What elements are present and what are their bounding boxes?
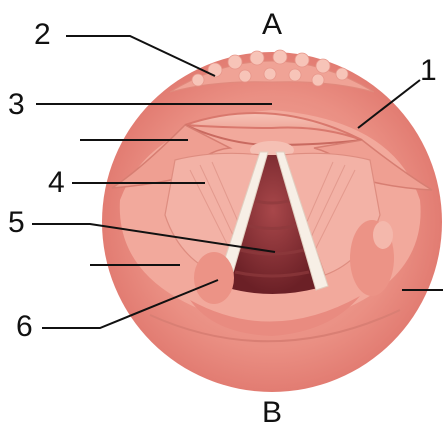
structure-label-3: 3 — [8, 90, 25, 120]
leader-line-2 — [66, 36, 215, 76]
structure-label-4: 4 — [48, 168, 65, 198]
orientation-label-bottom: B — [262, 398, 282, 428]
structure-label-5: 5 — [8, 208, 25, 238]
structure-label-6: 6 — [16, 312, 33, 342]
structure-label-2: 2 — [34, 20, 51, 50]
structure-label-1: 1 — [420, 56, 437, 86]
orientation-label-top: A — [262, 10, 282, 40]
cuneiform-right — [373, 221, 393, 249]
arytenoid-left — [194, 252, 234, 304]
